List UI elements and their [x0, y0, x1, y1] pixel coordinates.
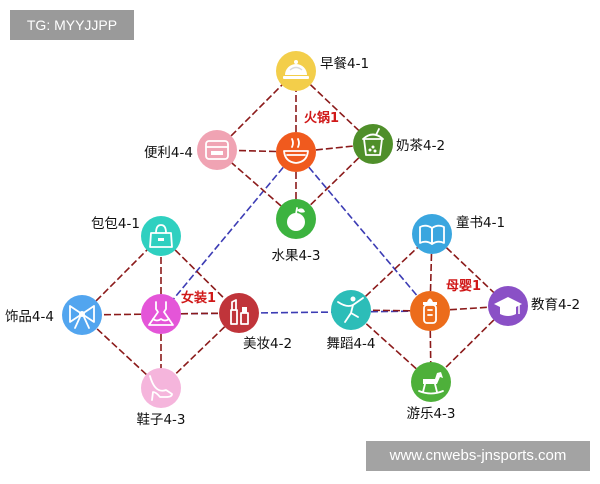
node-clothing-circle [141, 294, 181, 334]
high-heel-icon [149, 375, 173, 401]
baby-bottle-icon [423, 298, 437, 324]
node-books-label: 童书4-1 [456, 214, 505, 231]
watermark: www.cnwebs-jnsports.com [366, 441, 590, 471]
spoke-link-fruit-convenience [216, 149, 297, 220]
node-milktea [353, 124, 393, 164]
hub-link-hotpot-clothing [160, 151, 297, 315]
node-fruit-label: 水果4-3 [271, 248, 320, 264]
spoke-link-shoes-accessories [81, 314, 162, 389]
node-maternity-circle [410, 291, 450, 331]
node-bag-label: 包包4-1 [91, 216, 140, 232]
node-accessories-label: 饰品4-4 [5, 309, 54, 325]
node-breakfast-label: 早餐4-1 [320, 56, 369, 72]
node-maternity [410, 291, 450, 331]
handbag-icon [149, 224, 173, 248]
node-clothing-label: 女装1 [181, 290, 216, 306]
node-hotpot-label: 火锅1 [304, 110, 339, 126]
node-play [411, 362, 451, 402]
hub-link-hotpot-maternity [295, 151, 431, 312]
node-play-label: 游乐4-3 [406, 406, 455, 422]
lipstick-icon [230, 299, 249, 325]
node-breakfast [276, 51, 316, 91]
node-convenience-label: 便利4-4 [144, 145, 193, 161]
node-dance-label: 舞蹈4-4 [326, 336, 375, 352]
graduation-cap-icon [494, 297, 522, 316]
node-shoes-circle [141, 368, 181, 408]
milk-tea-cup-icon [362, 128, 384, 156]
covered-bowl-icon [283, 138, 309, 164]
store-icon [205, 140, 229, 160]
node-convenience [197, 130, 237, 170]
node-books [412, 214, 452, 254]
node-bag-circle [141, 216, 181, 256]
rocking-horse-icon [418, 372, 444, 395]
tg-tag: TG: MYYJJPP [10, 10, 134, 40]
dancer-icon [337, 296, 364, 323]
node-dance [331, 290, 371, 330]
node-bag [141, 216, 181, 256]
node-education [488, 286, 528, 326]
node-hotpot-circle [276, 132, 316, 172]
node-maternity-label: 母婴1 [446, 278, 481, 294]
node-hotpot [276, 132, 316, 172]
node-milktea-label: 奶茶4-2 [396, 138, 445, 154]
spoke-link-play-dance [350, 309, 432, 383]
bow-icon [69, 305, 95, 329]
spoke-link-breakfast-milktea [295, 70, 374, 145]
node-cosmetics-label: 美妆4-2 [243, 336, 292, 352]
node-accessories [62, 295, 102, 335]
node-milktea-circle [353, 124, 393, 164]
node-education-label: 教育4-2 [531, 297, 580, 313]
node-clothing [141, 294, 181, 334]
spoke-link-books-education [431, 233, 509, 307]
node-cosmetics-circle [219, 293, 259, 333]
food-cloche-icon [283, 60, 309, 79]
node-fruit [276, 199, 316, 239]
spoke-link-milktea-fruit [295, 143, 374, 220]
node-convenience-circle [197, 130, 237, 170]
node-shoes-label: 鞋子4-3 [136, 412, 185, 428]
node-shoes [141, 368, 181, 408]
dress-icon [148, 301, 174, 326]
book-icon [419, 224, 445, 245]
node-cosmetics [219, 293, 259, 333]
apple-icon [287, 207, 305, 231]
